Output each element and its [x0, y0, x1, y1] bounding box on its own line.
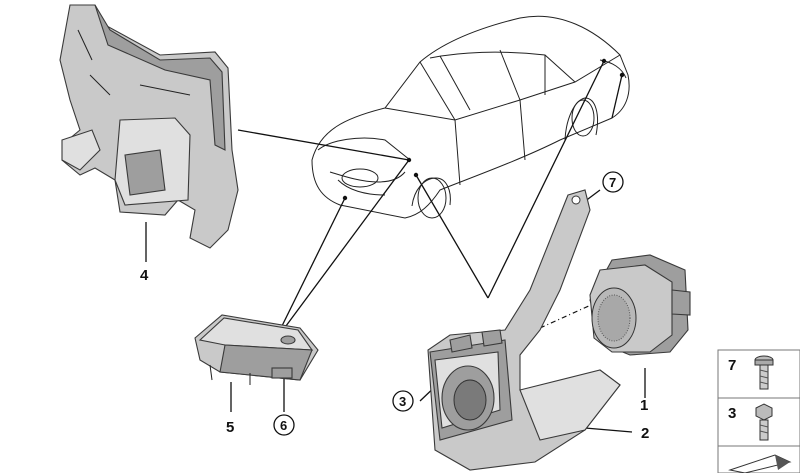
circle-3 [392, 390, 414, 412]
part-4-bracket [59, 4, 239, 249]
torx-screw-icon [754, 355, 774, 390]
small-parts-legend: 7 3 [717, 349, 800, 473]
part-1-radar-sensor [589, 254, 691, 356]
part-2-sensor-bracket [427, 189, 621, 471]
circle-7 [602, 171, 624, 193]
car-locator-dots [342, 58, 625, 201]
legend-num-7: 7 [728, 357, 736, 374]
callout-labels: 4 5 1 2 6 3 7 [140, 171, 649, 442]
arrow-icon [728, 454, 792, 473]
label-1: 1 [640, 397, 648, 414]
label-6: 6 [280, 418, 287, 433]
part-5-control-unit [194, 314, 319, 385]
label-3: 3 [399, 394, 406, 409]
car-outline [311, 15, 630, 219]
hex-nut-bolt-icon [755, 403, 773, 441]
label-2: 2 [641, 425, 649, 442]
label-4: 4 [140, 267, 149, 284]
label-7: 7 [609, 175, 616, 190]
label-5: 5 [226, 419, 234, 436]
legend-num-3: 3 [728, 405, 736, 422]
circle-6 [273, 414, 295, 436]
